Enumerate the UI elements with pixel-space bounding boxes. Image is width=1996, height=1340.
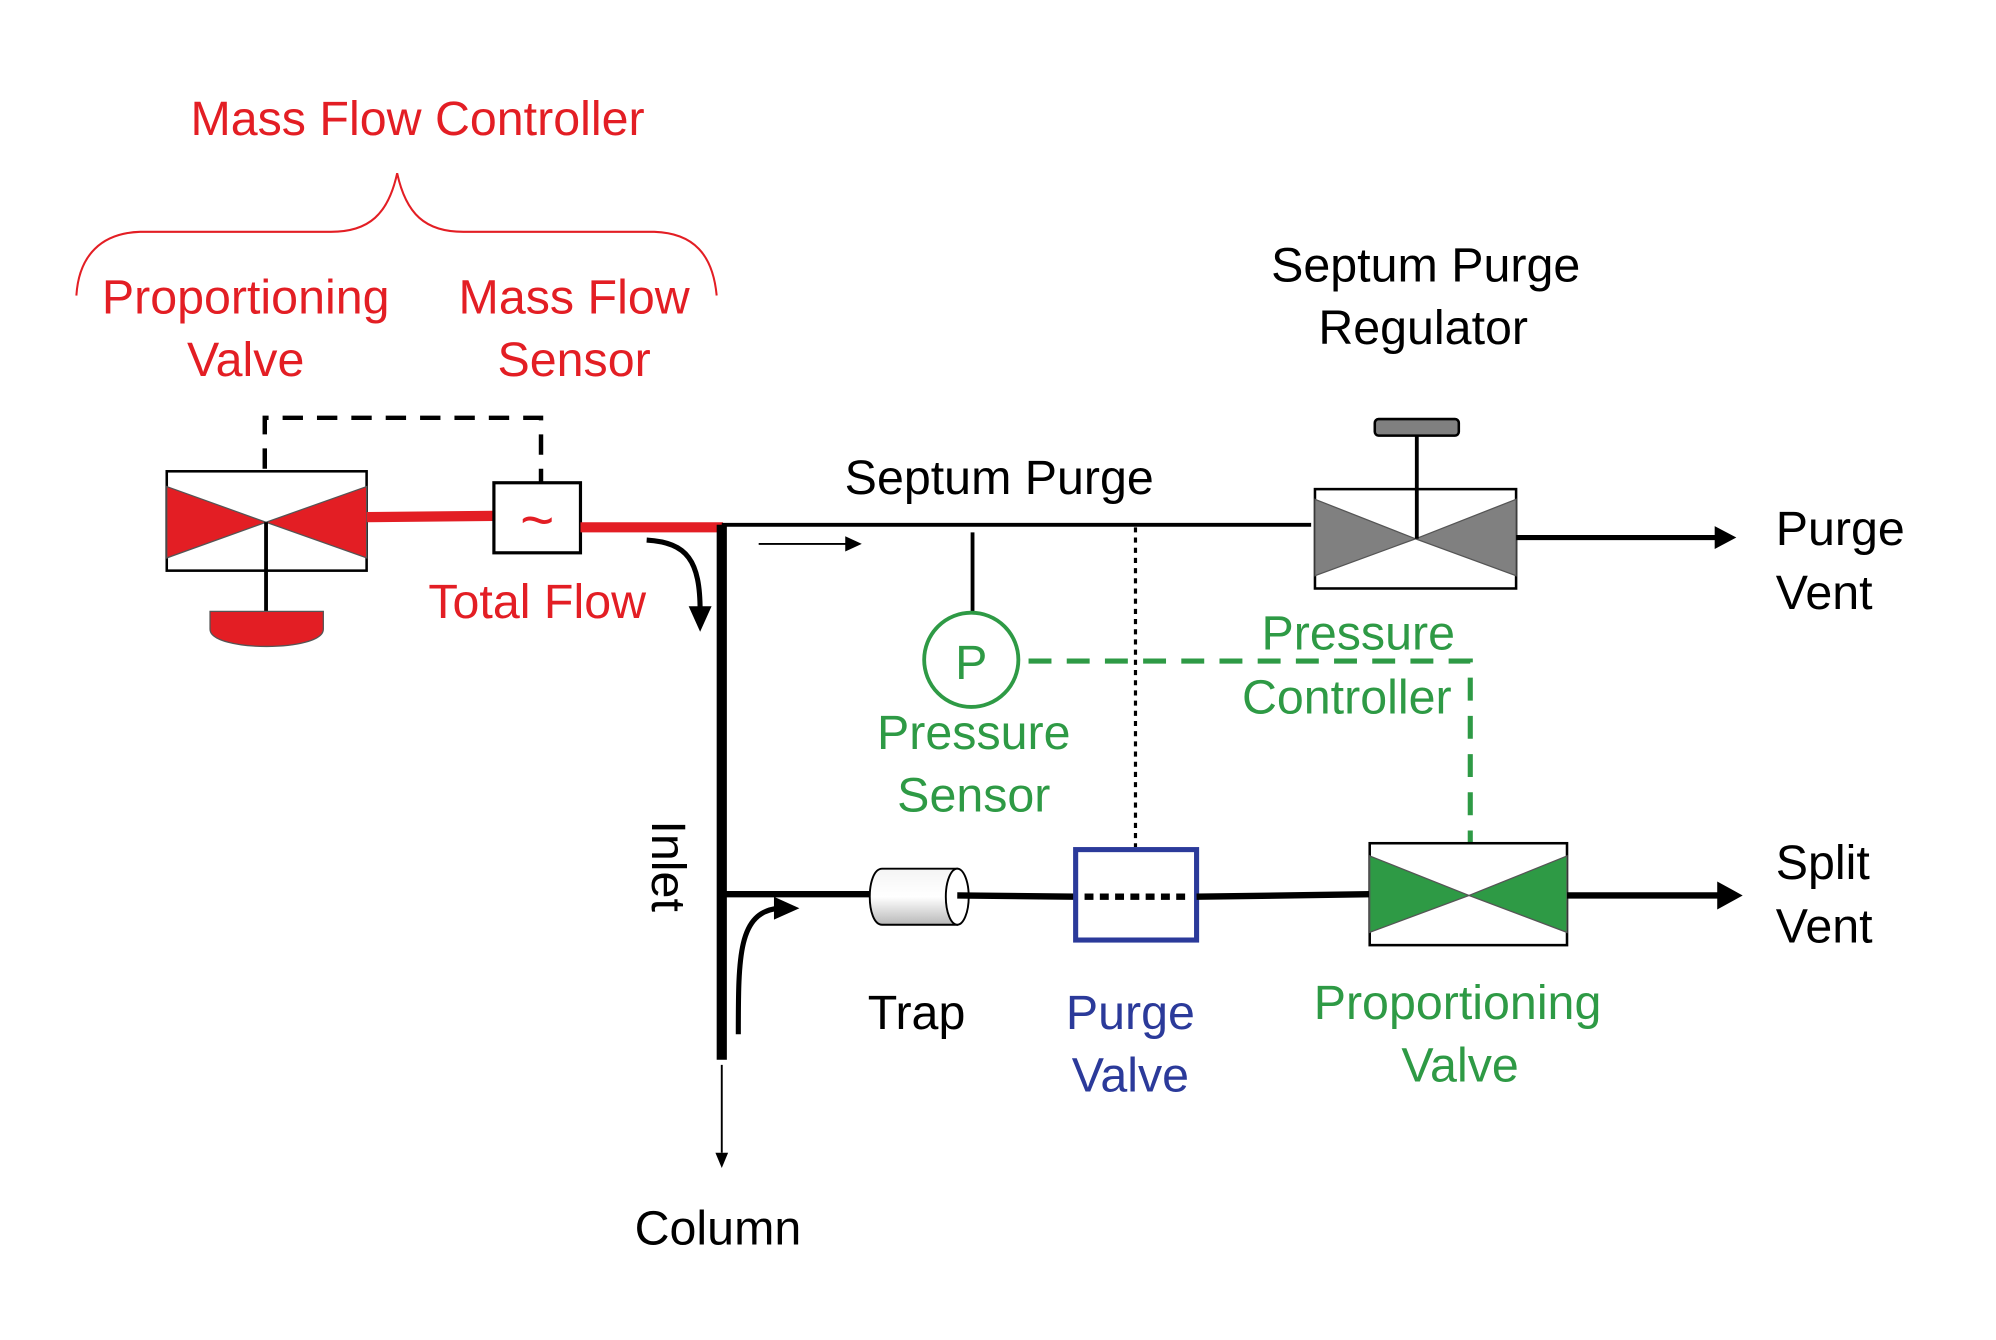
- arrow-right-icon: [1714, 526, 1737, 549]
- purge-vent-label-line2: Vent: [1776, 566, 1873, 620]
- pressure-controller-label-line1: Pressure: [1261, 607, 1455, 661]
- brace: [75, 173, 718, 296]
- inlet-label: Inlet: [641, 820, 695, 912]
- total-flow-line-upstream: [366, 510, 494, 523]
- split-vent-label-line1: Split: [1776, 836, 1871, 890]
- mass-flow-sensor-label-line1: Mass Flow: [459, 270, 691, 324]
- split-vent-label-line2: Vent: [1776, 900, 1873, 954]
- septum-purge-regulator-label-line2: Regulator: [1318, 301, 1528, 355]
- pressure-sensor-label-line2: Sensor: [897, 768, 1050, 822]
- purge-valve-label-line1: Purge: [1066, 986, 1195, 1040]
- trap-label: Trap: [868, 986, 966, 1040]
- flow-curve-arrow: [646, 537, 703, 612]
- split-proportioning-valve-label-line1: Proportioning: [1314, 976, 1602, 1030]
- regulator-knob-icon: [1373, 417, 1461, 437]
- purge-vent-label-line1: Purge: [1776, 502, 1905, 556]
- arrow-right-icon: [1717, 881, 1743, 910]
- pressure-sensor: P: [922, 610, 1021, 709]
- valve-actuator-icon: [209, 610, 324, 647]
- mass-flow-sensor-label-line2: Sensor: [497, 333, 650, 387]
- tilde-icon: ~: [520, 488, 554, 553]
- split-proportioning-valve: [1368, 841, 1569, 947]
- column-label: Column: [635, 1201, 802, 1255]
- pressure-sensor-label-line1: Pressure: [877, 706, 1071, 760]
- mfc-proportioning-valve-label-line2: Valve: [187, 333, 304, 387]
- split-proportioning-valve-label-line2: Valve: [1401, 1038, 1518, 1092]
- septum-purge-regulator-label-line1: Septum Purge: [1271, 238, 1580, 292]
- pressure-controller-line: [1028, 658, 1473, 844]
- arrow-right-icon: [773, 896, 800, 920]
- split-line-segment: [957, 892, 1076, 900]
- split-line-segment: [1196, 890, 1370, 900]
- pressure-p-icon: P: [955, 636, 987, 690]
- septum-purge-regulator: [1313, 417, 1518, 590]
- total-flow-label: Total Flow: [428, 575, 647, 629]
- arrow-down-icon: [715, 1152, 729, 1169]
- mfc-proportioning-valve-label-line1: Proportioning: [102, 270, 390, 324]
- mfc-proportioning-valve: [165, 470, 368, 647]
- mass-flow-controller-title: Mass Flow Controller: [190, 92, 644, 146]
- purge-valve-label-line2: Valve: [1072, 1049, 1189, 1103]
- mass-flow-sensor: ~: [492, 481, 583, 555]
- arrow-down-icon: [688, 606, 712, 632]
- septum-purge-label: Septum Purge: [845, 451, 1154, 505]
- arrow-right-icon: [845, 536, 862, 552]
- purge-valve: [1073, 847, 1200, 943]
- pressure-controller-label-line2: Controller: [1242, 670, 1452, 724]
- trap: [868, 867, 970, 926]
- mfc-feedback-line: [262, 415, 544, 482]
- split-flow-curve-arrow: [735, 905, 780, 1035]
